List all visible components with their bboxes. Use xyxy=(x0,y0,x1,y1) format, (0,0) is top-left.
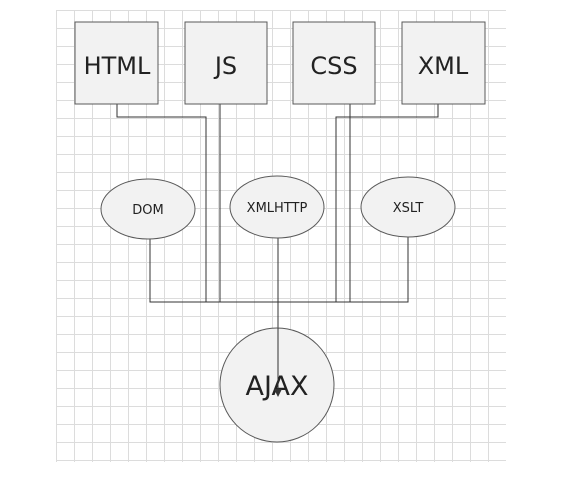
box-xml-label: XML xyxy=(418,52,469,80)
ellipse-xmlhttp: XMLHTTP xyxy=(229,175,325,239)
box-css: CSS xyxy=(292,21,376,105)
ellipse-xslt: XSLT xyxy=(360,176,456,238)
connector-html xyxy=(116,104,207,302)
circle-ajax-label: AJAX xyxy=(246,371,309,402)
ellipse-xslt-label: XSLT xyxy=(393,201,424,216)
connectors xyxy=(116,104,439,397)
box-xml: XML xyxy=(401,21,486,105)
circle-ajax: AJAX xyxy=(219,327,335,443)
box-html: HTML xyxy=(74,21,159,105)
ellipse-xmlhttp-label: XMLHTTP xyxy=(247,201,308,216)
box-js: JS xyxy=(184,21,268,105)
ellipse-dom: DOM xyxy=(100,178,196,240)
box-js-label: JS xyxy=(213,52,237,80)
connector-xml xyxy=(335,104,439,302)
connector-dom xyxy=(149,236,409,303)
box-css-label: CSS xyxy=(310,52,357,80)
box-html-label: HTML xyxy=(84,52,151,80)
ellipse-dom-label: DOM xyxy=(132,203,163,218)
